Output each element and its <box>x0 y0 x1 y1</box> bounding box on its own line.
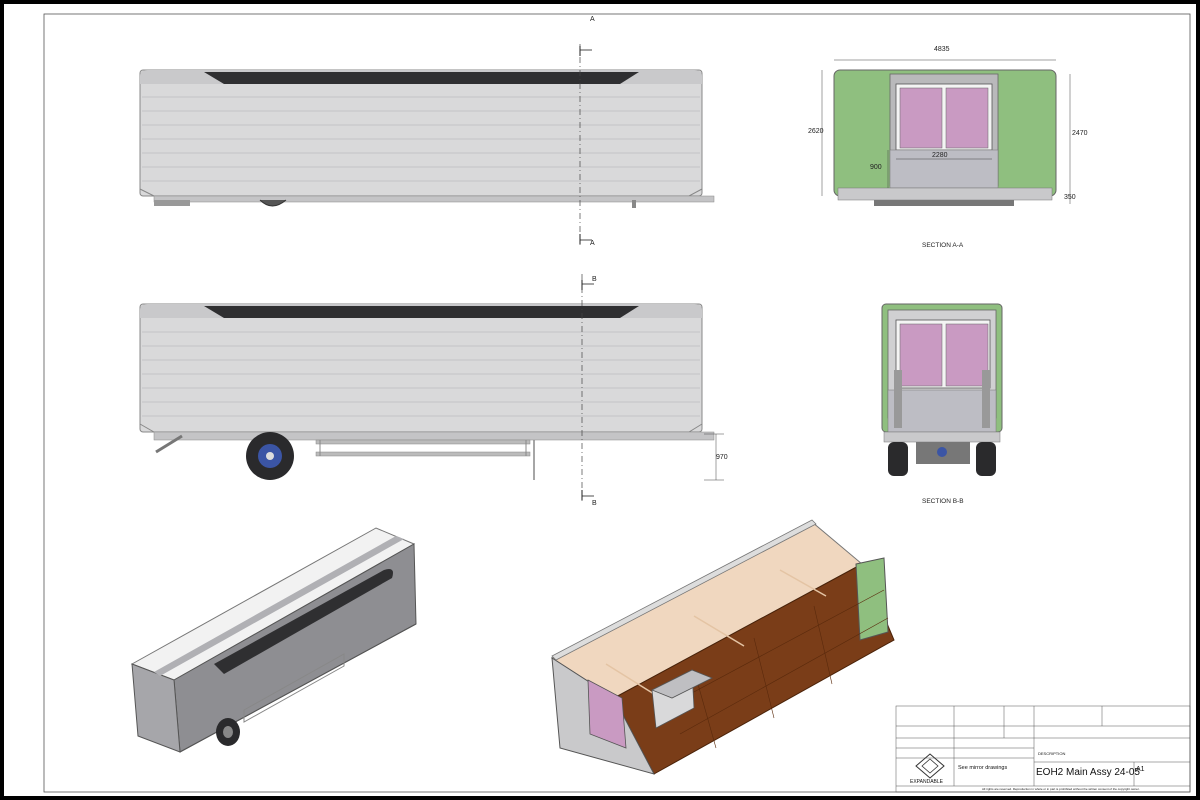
dim-overall-width: 4835 <box>934 46 950 53</box>
logo-text: EXPANDABLE <box>910 779 943 785</box>
cut-label-a-bottom: A <box>590 240 595 247</box>
dim-height-right: 2470 <box>1072 130 1088 137</box>
isometric-exterior <box>130 527 417 753</box>
isometric-interior <box>551 519 895 775</box>
see-mirror-note: See mirror drawings <box>958 765 1008 771</box>
section-a-view <box>821 59 1071 206</box>
roof-spoiler-iso <box>214 569 393 674</box>
description-label: DESCRIPTION <box>1038 751 1066 756</box>
dim-sill-height: 900 <box>870 164 882 171</box>
sheet-size: A1 <box>1136 766 1145 773</box>
section-a-title: SECTION A-A <box>922 242 964 249</box>
title-block <box>895 705 1191 793</box>
sheet-border <box>43 13 1191 793</box>
side-view-middle <box>139 303 724 481</box>
dim-chassis-height: 970 <box>716 454 728 461</box>
cut-label-b-top: B <box>592 276 597 283</box>
expandable-logo <box>915 753 945 779</box>
technical-drawing <box>43 13 1191 793</box>
section-line-b <box>581 274 594 504</box>
section-line-a <box>579 44 592 248</box>
dim-height-left: 2620 <box>808 128 824 135</box>
dim-inner-width: 2280 <box>932 152 948 159</box>
drawing-title: EOH2 Main Assy 24-05 <box>1036 767 1140 778</box>
cut-label-a-top: A <box>590 16 595 23</box>
drawing-sheet: 4835 2620 2470 2280 900 350 970 A A B B … <box>4 4 1196 796</box>
copyright-note: All rights are reserved. Reproduction in… <box>982 787 1140 791</box>
chassis-rail <box>153 195 715 203</box>
cut-label-b-bottom: B <box>592 500 597 507</box>
section-b-view <box>881 303 1003 476</box>
dim-bottom-offset: 350 <box>1064 194 1076 201</box>
roof-spoiler <box>204 72 639 84</box>
side-view-top <box>139 69 715 208</box>
section-b-title: SECTION B-B <box>922 498 964 505</box>
